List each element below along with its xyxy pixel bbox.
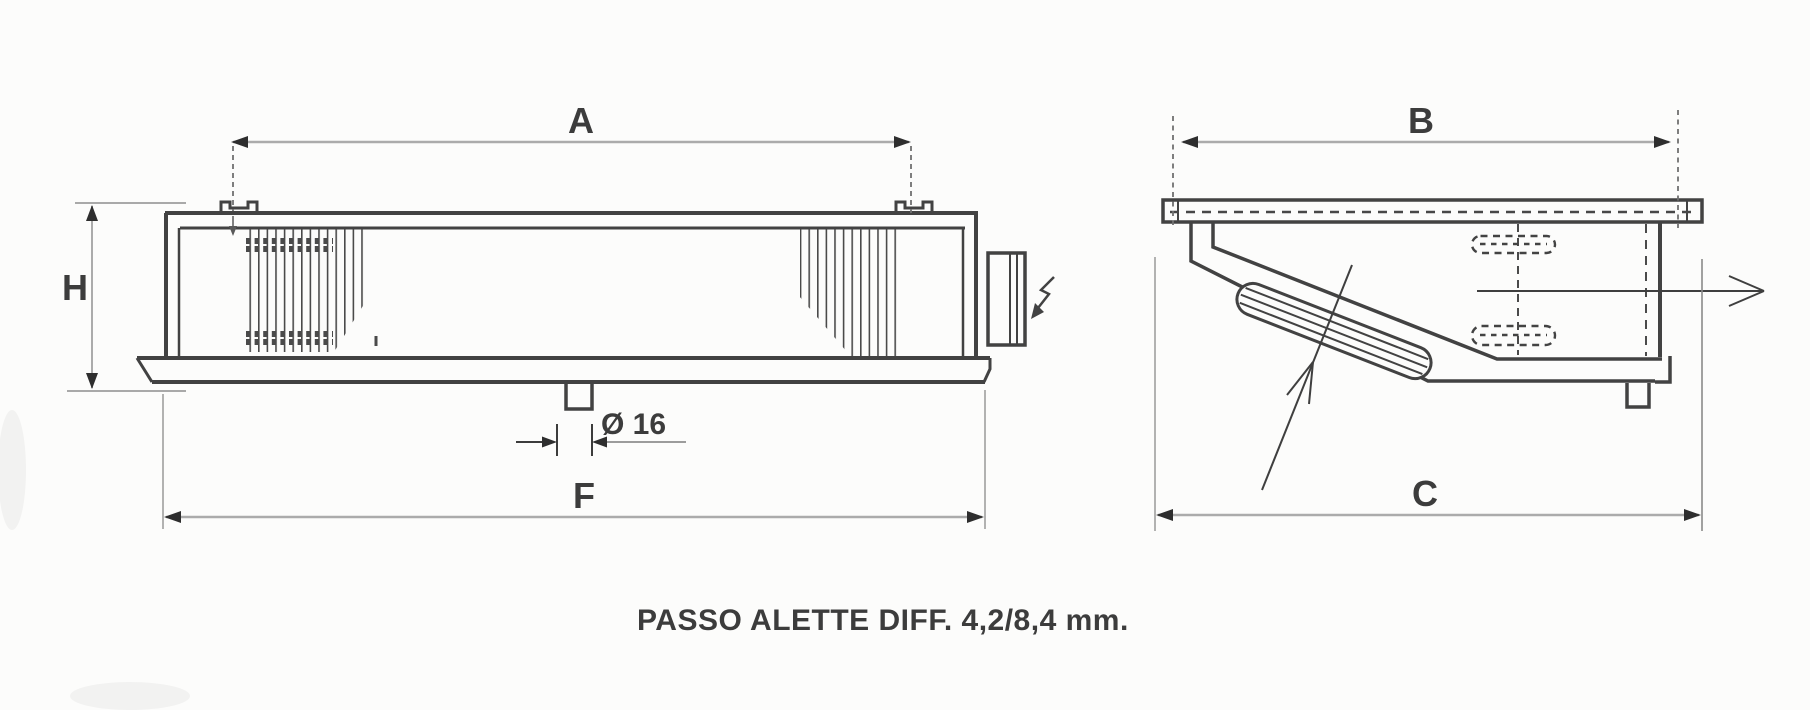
dimension-arrow: [592, 436, 607, 448]
dimension-arrow: [1156, 509, 1173, 521]
dimension-h: H: [62, 202, 186, 392]
tilted-coil: [1235, 281, 1433, 381]
casing: [164, 211, 978, 358]
fin-block-left: [246, 229, 378, 352]
dimension-f: F: [162, 390, 986, 529]
scan-smudge: [0, 410, 26, 530]
dimension-b: B: [1172, 100, 1679, 228]
dimension-arrow: [967, 511, 984, 523]
side-drain-stub: [1625, 383, 1651, 409]
dim-h-label: H: [62, 267, 88, 308]
caption: PASSO ALETTE DIFF. 4,2/8,4 mm.: [637, 604, 1129, 637]
dimension-arrow: [1684, 509, 1701, 521]
mounting-bracket-left: [219, 200, 259, 213]
side-pan-lip: [1655, 356, 1672, 384]
side-view: B C: [1154, 100, 1765, 531]
airflow-arrow-icon: [1477, 275, 1765, 307]
dim-b-label: B: [1408, 100, 1434, 141]
dimension-arrow: [1181, 136, 1198, 148]
drain-pan: [135, 356, 992, 384]
side-support: [1211, 222, 1662, 361]
drain-diameter-label: Ø 16: [601, 408, 666, 441]
drain-diameter-annotation: Ø 16: [516, 408, 686, 456]
dim-f-label: F: [573, 475, 595, 516]
fin-block-right: [799, 228, 903, 359]
dim-c-label: C: [1412, 473, 1438, 514]
mounting-bracket-right: [894, 200, 934, 213]
section-arrow-icon: [1261, 264, 1353, 491]
dimension-c: C: [1154, 257, 1703, 531]
ceiling-plate: [1161, 198, 1704, 224]
hidden-header-top: [1470, 234, 1557, 255]
dimension-arrow: [86, 373, 98, 389]
connection-box: [986, 251, 1027, 347]
dimension-a: A: [229, 100, 912, 236]
hidden-header-bottom: [1470, 324, 1557, 347]
dimension-arrow: [231, 136, 248, 148]
dimension-arrow: [894, 136, 911, 148]
lightning-arrow-icon: [1031, 276, 1055, 319]
dimension-arrow: [86, 205, 98, 221]
dim-a-label: A: [568, 100, 594, 141]
drain-stub: [564, 384, 594, 411]
dimension-arrow: [542, 436, 557, 448]
scan-smudge: [70, 682, 190, 710]
front-view: Ø 16 A H F: [62, 100, 1055, 529]
dimension-arrow: [164, 511, 181, 523]
dimension-arrow: [1654, 136, 1671, 148]
